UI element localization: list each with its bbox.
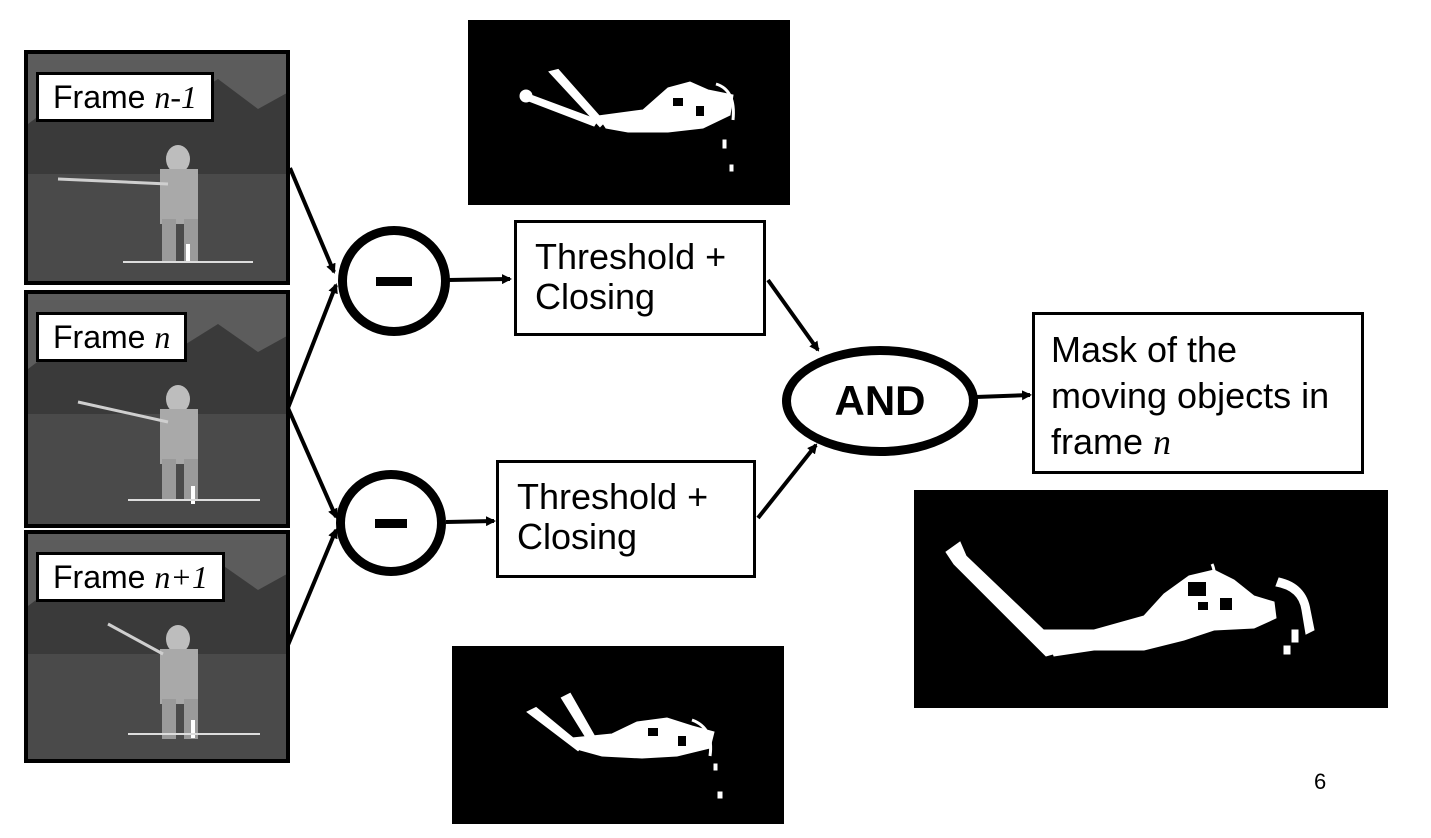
result-line1: Mask of the xyxy=(1051,329,1238,370)
frame-next-label: Frame n+1 xyxy=(36,552,225,602)
arrow-minus-bottom-to-threshold xyxy=(445,516,496,527)
threshold-top-line2: Closing xyxy=(535,276,656,317)
threshold-closing-box-top: Threshold + Closing xyxy=(514,220,766,336)
arrow-frame-prev-to-minus-top xyxy=(288,167,336,274)
result-line3-prefix: frame xyxy=(1051,421,1154,462)
arrow-threshold-bottom-to-and xyxy=(756,443,818,520)
arrow-frame-n-to-minus-bottom xyxy=(286,407,338,519)
arrow-frame-next-to-minus-bottom xyxy=(286,528,338,646)
result-line3-var: n xyxy=(1153,422,1172,462)
arrow-threshold-top-to-and xyxy=(766,278,820,352)
golfer-figure xyxy=(28,54,286,281)
threshold-closing-box-bottom: Threshold + Closing xyxy=(496,460,756,578)
frame-prev-image: Frame n-1 xyxy=(24,50,290,285)
frame-next-label-prefix: Frame xyxy=(53,559,155,595)
result-line3: frame n xyxy=(1051,419,1345,465)
subtract-operator-top xyxy=(338,226,450,336)
golfer-figure xyxy=(28,294,286,524)
threshold-bottom-line2: Closing xyxy=(517,516,638,557)
frame-prev-label-prefix: Frame xyxy=(53,79,155,115)
result-description-box: Mask of the moving objects in frame n xyxy=(1032,312,1364,474)
page-number: 6 xyxy=(1314,769,1327,794)
difference-mask-top xyxy=(468,20,790,205)
frame-current-image: Frame n xyxy=(24,290,290,528)
mask-silhouette xyxy=(519,68,735,172)
threshold-bottom-line1: Threshold + xyxy=(517,476,709,517)
subtract-operator-bottom xyxy=(336,470,446,576)
and-label: AND xyxy=(834,377,926,424)
frame-current-label-prefix: Frame xyxy=(53,319,155,355)
frame-next-image: Frame n+1 xyxy=(24,530,290,763)
and-operator: AND xyxy=(782,346,978,456)
threshold-top-line1: Threshold + xyxy=(535,236,727,277)
frame-prev-label-var: n-1 xyxy=(154,79,197,115)
mask-silhouette xyxy=(945,541,1315,657)
result-line2: moving objects in xyxy=(1051,375,1330,416)
arrow-frame-n-to-minus-top xyxy=(286,283,338,409)
arrow-minus-top-to-threshold xyxy=(447,274,512,285)
frame-current-label-var: n xyxy=(154,319,171,355)
minus-icon xyxy=(375,519,407,528)
minus-icon xyxy=(376,277,412,286)
frame-prev-label: Frame n-1 xyxy=(36,72,214,122)
frame-next-label-var: n+1 xyxy=(154,559,208,595)
final-motion-mask xyxy=(914,490,1388,708)
frame-current-label: Frame n xyxy=(36,312,188,362)
mask-silhouette xyxy=(526,692,723,799)
arrow-and-to-result xyxy=(975,390,1032,401)
difference-mask-bottom xyxy=(452,646,784,824)
